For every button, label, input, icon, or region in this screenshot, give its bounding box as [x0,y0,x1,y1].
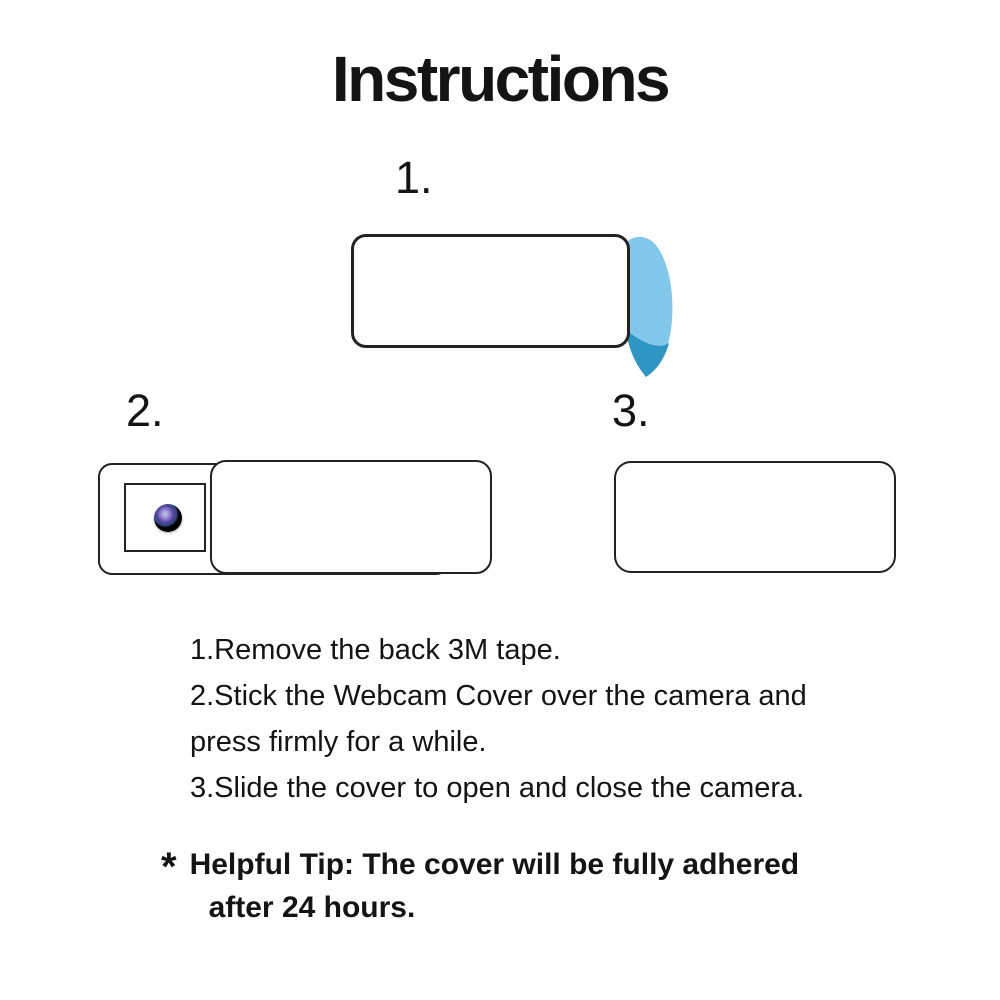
instruction-line-2: 2.Stick the Webcam Cover over the camera… [190,680,807,712]
step3-figure [614,461,896,573]
step3-number: 3. [612,385,650,436]
cover-slider [210,460,492,574]
camera-lens-icon [154,504,182,532]
instruction-line-4: 3.Slide the cover to open and close the … [190,772,805,804]
step2-figure [98,458,498,580]
closed-cover [614,461,896,573]
helpful-tip: * Helpful Tip: The cover will be fully a… [161,843,799,929]
tip-line-1: Helpful Tip: The cover will be fully adh… [189,848,800,881]
tip-text: Helpful Tip: The cover will be fully adh… [190,843,800,929]
step1-number: 1. [395,152,433,203]
cover-body [351,234,630,348]
instruction-line-3: press firmly for a while. [190,726,487,758]
page-title: Instructions [331,43,671,115]
instruction-list: 1.Remove the back 3M tape. 2.Stick the W… [190,627,807,811]
tip-line-2: after 24 hours. [208,891,416,924]
instruction-line-1: 1.Remove the back 3M tape. [190,634,561,666]
asterisk-bullet: * [161,845,177,889]
tape-peel-icon [625,236,673,377]
step2-number: 2. [126,385,164,436]
step1-figure [340,230,685,385]
